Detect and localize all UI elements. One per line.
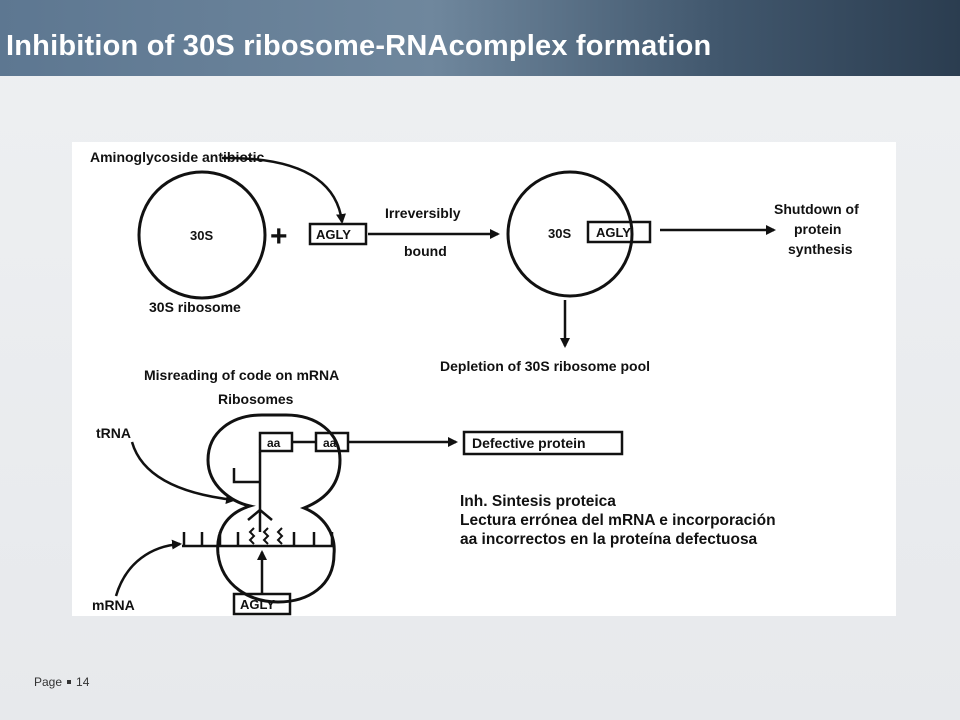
page-number: 14 [76, 675, 90, 689]
ribosomes-label: Ribosomes [218, 391, 294, 407]
page-label: Page [34, 675, 63, 689]
trna-bracket [232, 468, 260, 484]
depletion-label: Depletion of 30S ribosome pool [440, 358, 650, 374]
caption-line-2: Lectura errónea del mRNA e incorporación [460, 512, 776, 529]
slide-title: Inhibition of 30S ribosome-RNAcomplex fo… [6, 30, 712, 62]
ribosome-30s-circle [137, 170, 267, 300]
agly-label: AGLY [316, 227, 351, 242]
trna-fork-left [247, 509, 261, 521]
mrna-arrow [114, 539, 182, 597]
spanish-caption: Inh. Sintesis proteica Lectura errónea d… [460, 492, 776, 549]
antibiotic-label: Aminoglycoside antibiotic [90, 149, 264, 165]
defective-box [462, 430, 624, 456]
trna-fork-right [259, 509, 273, 521]
shutdown-line1: Shutdown of [774, 201, 859, 217]
plus-sign: + [270, 220, 288, 253]
aa-label-2: aa [323, 436, 337, 450]
bound-ribosome-circle [506, 170, 634, 298]
caption-line-1: Inh. Sintesis proteica [460, 493, 616, 510]
caption-line-3: aa incorrectos en la proteína defectuosa [460, 531, 758, 548]
defective-label: Defective protein [472, 435, 586, 451]
mechanism-diagram: Aminoglycoside antibiotic 30S 30S riboso… [90, 149, 859, 616]
bullet-separator [67, 679, 72, 684]
bound-ribosome-label: 30S [548, 226, 571, 241]
misreading-label: Misreading of code on mRNA [144, 367, 339, 383]
aa-label-1: aa [267, 436, 281, 450]
agly-box [308, 222, 368, 246]
bound-agly-box [586, 220, 652, 244]
antibiotic-arrow [221, 156, 346, 224]
mechanism-figure: Aminoglycoside antibiotic 30S 30S riboso… [72, 142, 896, 616]
page-footer: Page 14 [34, 675, 89, 689]
agly-bottom-label: AGLY [240, 597, 275, 612]
ribosome-30s-label: 30S [190, 228, 213, 243]
shutdown-line2: protein [794, 221, 841, 237]
mismatch-marks [248, 527, 284, 545]
trna-label: tRNA [96, 425, 131, 441]
ribosome-shape [206, 413, 342, 604]
bound-agly-label: AGLY [596, 225, 631, 240]
trna-arrow [130, 441, 236, 505]
codon-ticks [182, 532, 334, 546]
mrna-label: mRNA [92, 597, 135, 613]
ribosome-caption: 30S ribosome [149, 299, 241, 315]
bound-label: bound [404, 243, 447, 259]
slide-header: Inhibition of 30S ribosome-RNAcomplex fo… [0, 0, 960, 76]
shutdown-line3: synthesis [788, 241, 853, 257]
irreversibly-label: Irreversibly [385, 205, 461, 221]
